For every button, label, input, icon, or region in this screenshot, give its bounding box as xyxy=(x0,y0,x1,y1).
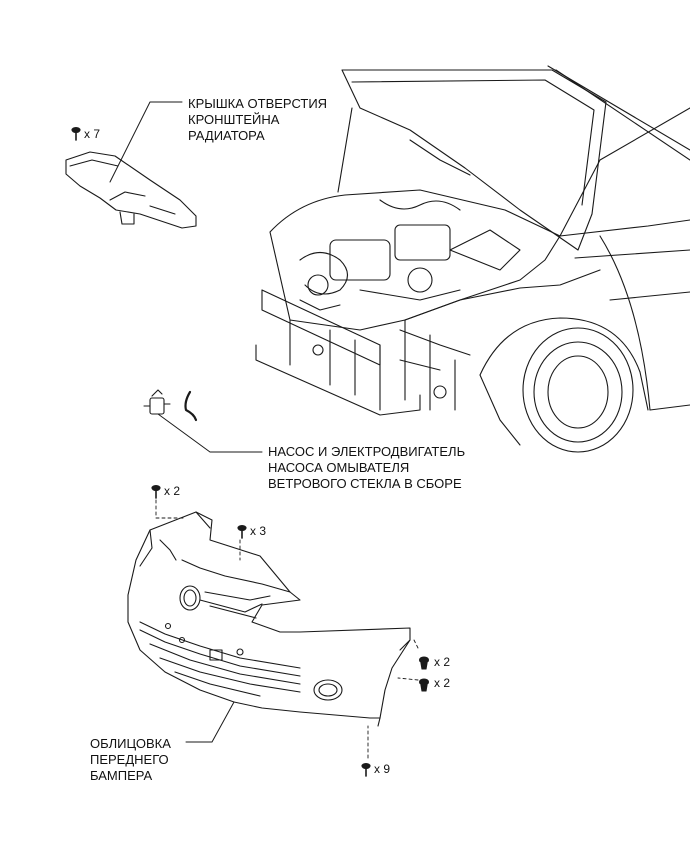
hood-strut xyxy=(337,107,353,193)
bolt-icon xyxy=(418,656,430,670)
label-line: РАДИАТОРА xyxy=(188,128,265,143)
qty-side-clips: x 2 xyxy=(434,676,451,690)
screw-icon xyxy=(237,524,247,539)
label-line: НАСОС И ЭЛЕКТРОДВИГАТЕЛЬ xyxy=(268,444,466,459)
front-wheel xyxy=(522,327,634,453)
qty-upper-clips: x 2 xyxy=(164,484,181,498)
label-line: ПЕРЕДНЕГО xyxy=(90,752,169,767)
screw-icon xyxy=(151,484,161,499)
leader-bumper-cover xyxy=(185,701,235,743)
qty-side-screws: x 2 xyxy=(434,655,451,669)
screw-icon xyxy=(361,762,371,777)
clip-icon xyxy=(71,126,81,141)
label-bumper-cover: ОБЛИЦОВКА ПЕРЕДНЕГО БАМПЕРА xyxy=(90,736,171,784)
qty-upper-screws: x 3 xyxy=(250,524,267,538)
label-line: ОБЛИЦОВКА xyxy=(90,736,171,751)
label-radiator-cover: КРЫШКА ОТВЕРСТИЯ КРОНШТЕЙНА РАДИАТОРА xyxy=(188,96,327,144)
washer-pump xyxy=(143,389,171,415)
qty-cover-clips: x 7 xyxy=(84,127,101,141)
qty-lower-screws: x 9 xyxy=(374,762,391,776)
label-line: КРОНШТЕЙНА xyxy=(188,112,280,127)
label-line: НАСОСА ОМЫВАТЕЛЯ xyxy=(268,460,410,475)
label-line: КРЫШКА ОТВЕРСТИЯ xyxy=(188,96,328,111)
engine-bay xyxy=(269,189,561,331)
vehicle-body xyxy=(255,65,690,453)
emblem xyxy=(179,585,201,611)
bolt-icon xyxy=(418,678,430,692)
leader-washer-pump xyxy=(157,413,263,453)
leader-radiator-cover xyxy=(109,101,183,183)
label-washer-pump: НАСОС И ЭЛЕКТРОДВИГАТЕЛЬ НАСОСА ОМЫВАТЕЛ… xyxy=(268,444,465,492)
label-line: БАМПЕРА xyxy=(90,768,153,783)
front-bumper-cover xyxy=(127,511,411,727)
washer-hose xyxy=(184,390,198,422)
radiator-support-cover xyxy=(65,151,197,229)
label-line: ВЕТРОВОГО СТЕКЛА В СБОРЕ xyxy=(268,476,462,491)
fog-lamp xyxy=(313,679,343,701)
fastener-leaders xyxy=(155,499,419,759)
